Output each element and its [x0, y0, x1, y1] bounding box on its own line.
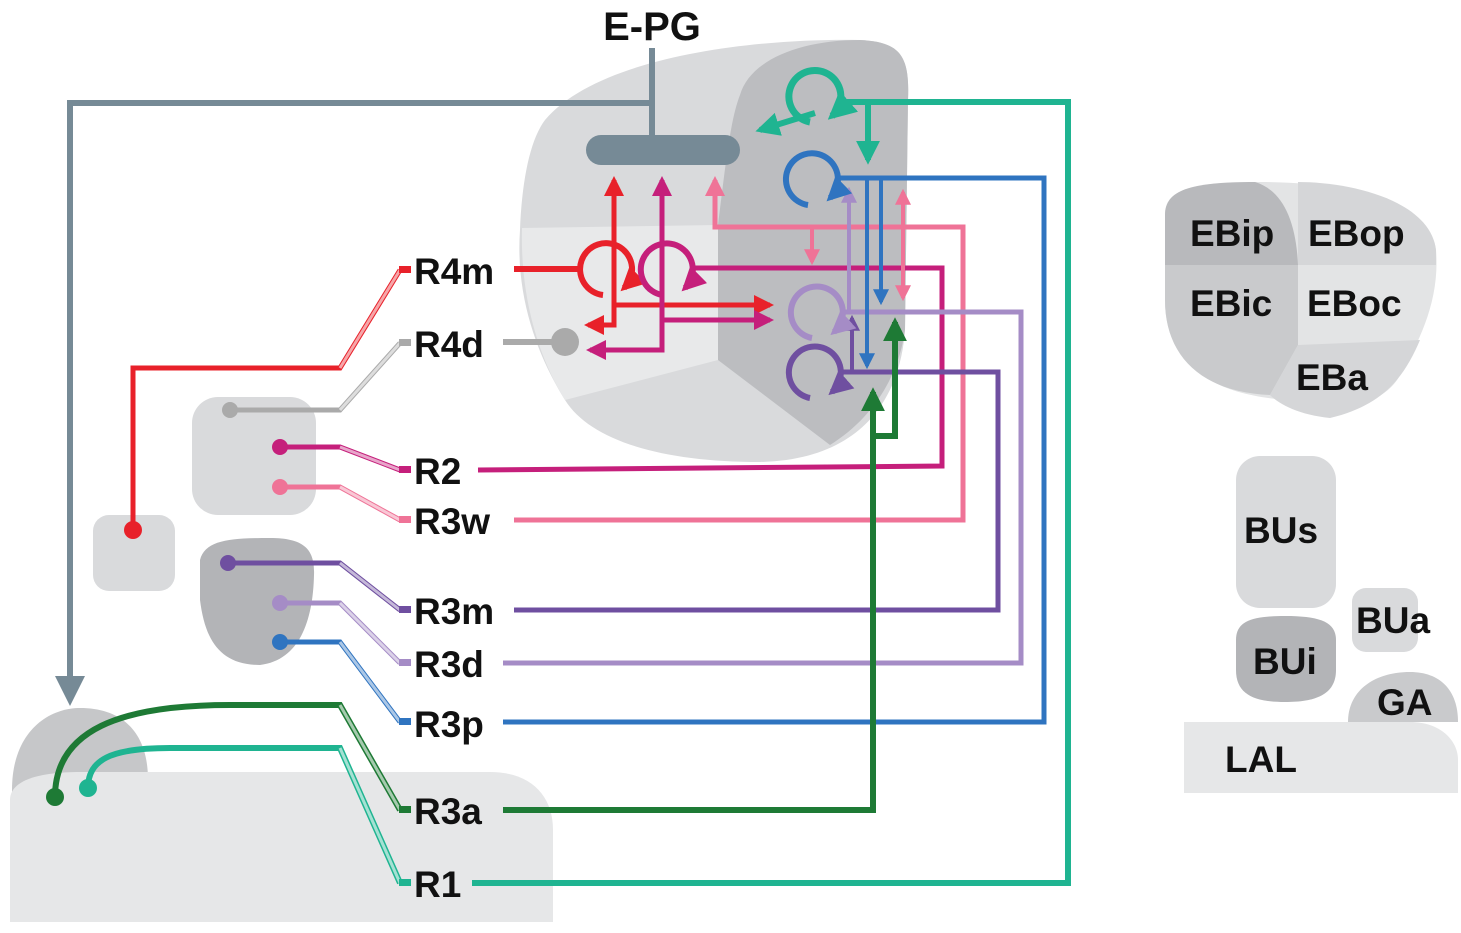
- r3m-tick: [399, 606, 411, 613]
- bui-label: BUi: [1253, 641, 1317, 682]
- epg-dendrite-bar: [586, 135, 740, 165]
- r3p-label: R3p: [414, 704, 484, 745]
- ga-label: GA: [1377, 682, 1433, 723]
- r3m-ring-loop: [785, 343, 855, 401]
- r1-axon: [85, 745, 403, 885]
- r2-tick: [399, 466, 411, 473]
- bus-region: [1236, 456, 1336, 608]
- r3w-tick: [399, 516, 411, 523]
- ga-region: [1348, 672, 1458, 722]
- r4m-label: R4m: [414, 251, 494, 292]
- r3d-soma: [272, 595, 288, 611]
- r4m-tick: [399, 266, 411, 273]
- lateral-accessory-lobe-region: [10, 772, 553, 922]
- r3w-label: R3w: [414, 501, 490, 542]
- r4d-soma: [222, 402, 238, 418]
- bus-label: BUs: [1244, 510, 1318, 551]
- epg-title: E-PG: [603, 5, 701, 49]
- r3a-label: R3a: [414, 791, 482, 832]
- bua-region: [1352, 588, 1418, 652]
- r3d-tick: [399, 659, 411, 666]
- bua-label: BUa: [1356, 600, 1430, 641]
- ebip-label: EBip: [1190, 213, 1274, 254]
- r3a-tick: [399, 806, 411, 813]
- r4d-terminal: [551, 328, 579, 356]
- r3a-axon: [52, 702, 403, 812]
- bui-region: [1236, 616, 1336, 702]
- r3d-label: R3d: [414, 644, 484, 685]
- ebop-label: EBop: [1308, 213, 1405, 254]
- r1-label: R1: [414, 864, 461, 905]
- r3m-soma: [220, 555, 236, 571]
- eba-label: EBa: [1296, 357, 1368, 398]
- lal-region: [1184, 722, 1458, 793]
- r3d-ring-loop: [787, 283, 857, 341]
- epg-axon: [70, 48, 655, 700]
- r4d-tick: [399, 339, 411, 346]
- r2-label: R2: [414, 451, 461, 492]
- r4m-soma: [124, 521, 142, 539]
- r3w-soma: [272, 479, 288, 495]
- r2-ring-loop: [637, 240, 708, 298]
- r3a-soma: [46, 788, 64, 806]
- bulb-region-top: [192, 397, 316, 515]
- ebic-label: EBic: [1190, 283, 1272, 324]
- r1-tick: [399, 879, 411, 886]
- r3p-soma: [272, 634, 288, 650]
- r1-ring-loop: [785, 66, 859, 126]
- r3p-tick: [399, 718, 411, 725]
- r1-soma: [79, 779, 97, 797]
- r2-soma: [272, 439, 288, 455]
- eboc-label: EBoc: [1307, 283, 1402, 324]
- r4d-label: R4d: [414, 324, 484, 365]
- r4m-ring-loop: [577, 240, 647, 298]
- r4m-soma-region: [93, 515, 175, 591]
- r3m-label: R3m: [414, 591, 494, 632]
- r3p-ring-loop: [782, 150, 853, 208]
- lal-label: LAL: [1225, 739, 1297, 780]
- eb-subregion-legend: [1165, 182, 1437, 418]
